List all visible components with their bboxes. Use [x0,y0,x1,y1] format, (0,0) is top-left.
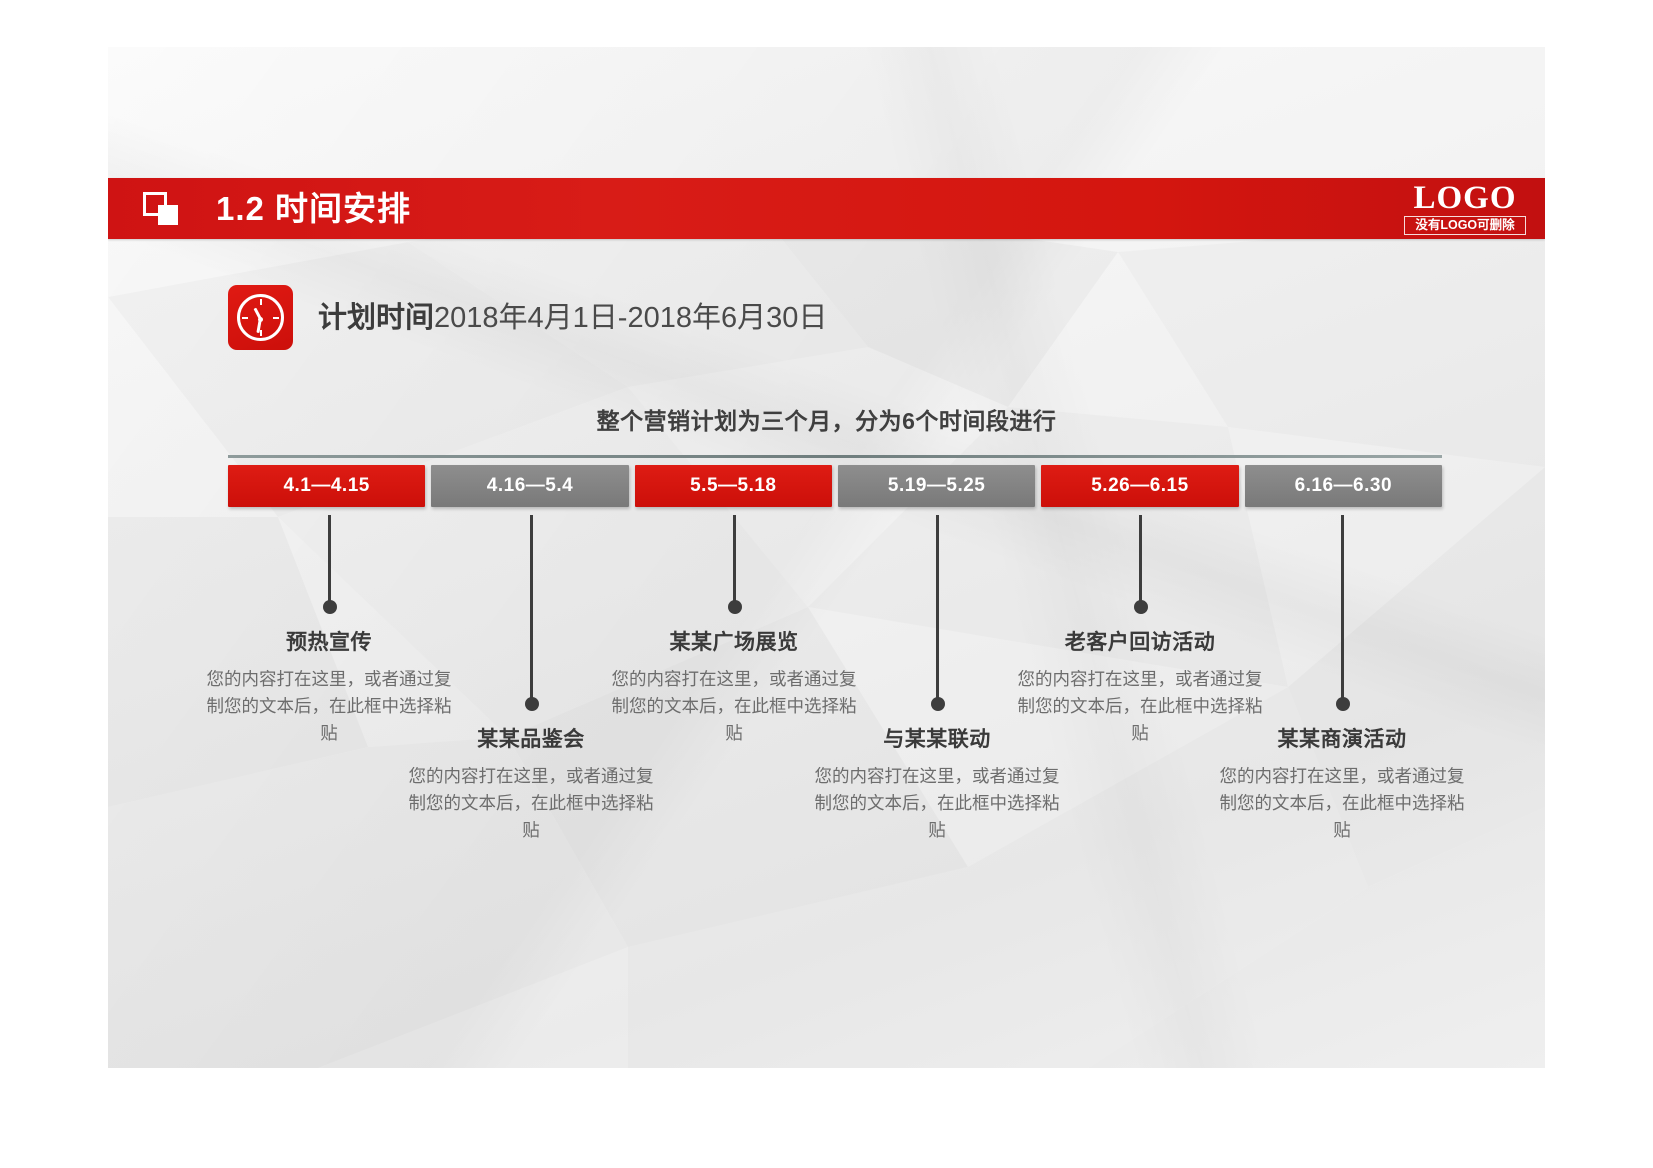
double-square-icon [143,192,181,226]
clock-tick-3 [273,316,279,319]
plan-time-text: 计划时间2018年4月1日-2018年6月30日 [318,298,827,338]
clock-tick-6 [259,330,262,336]
page-title: 1.2 时间安排 [216,190,412,227]
connector-group [228,515,1442,765]
timeline-item-6: 某某商演活动 您的内容打在这里，或者通过复制您的文本后，在此框中选择粘贴 [1219,723,1465,844]
connector-line-4 [930,515,945,711]
timeline-item-3-title: 某某广场展览 [669,631,799,654]
timeline-chip-6[interactable]: 6.16—6.30 [1244,465,1442,507]
plan-time-row: 计划时间2018年4月1日-2018年6月30日 [228,285,827,350]
timeline-item-3: 某某广场展览 您的内容打在这里，或者通过复制您的文本后，在此框中选择粘贴 [611,626,857,747]
timeline-chip-5[interactable]: 5.26—6.15 [1041,465,1239,507]
timeline-item-2-body: 您的内容打在这里，或者通过复制您的文本后，在此框中选择粘贴 [408,766,654,840]
connector-line-5 [1133,515,1148,614]
timeline-chip-3[interactable]: 5.5—5.18 [634,465,832,507]
connector-dot-3 [727,600,742,614]
sub-headline: 整个营销计划为三个月，分为6个时间段进行 [596,408,1057,434]
timeline-item-3-body: 您的内容打在这里，或者通过复制您的文本后，在此框中选择粘贴 [611,669,857,743]
square-solid-shape [158,205,178,225]
connector-dot-4 [930,697,945,711]
timeline-item-5-body: 您的内容打在这里，或者通过复制您的文本后，在此框中选择粘贴 [1017,669,1263,743]
square-outline-shape [143,192,167,216]
clock-tick-9 [242,316,248,319]
timeline-item-1-title: 预热宣传 [286,631,372,654]
header-bar: 1.2 时间安排 LOGO 没有LOGO可删除 [108,178,1545,239]
timeline-item-6-body: 您的内容打在这里，或者通过复制您的文本后，在此框中选择粘贴 [1219,766,1465,840]
timeline-chip-list: 4.1—4.15 4.16—5.4 5.5—5.18 5.19—5.25 5.2… [228,465,1442,507]
timeline-item-5-title: 老客户回访活动 [1064,631,1216,654]
clock-face [237,294,284,341]
connector-line-2 [524,515,539,711]
connector-line-1 [322,515,337,614]
timeline-chip-1[interactable]: 4.1—4.15 [228,465,426,507]
timeline-item-1-body: 您的内容打在这里，或者通过复制您的文本后，在此框中选择粘贴 [206,669,452,743]
connector-dot-6 [1335,697,1350,711]
timeline-item-2: 某某品鉴会 您的内容打在这里，或者通过复制您的文本后，在此框中选择粘贴 [408,723,654,844]
slide-canvas: 1.2 时间安排 LOGO 没有LOGO可删除 计划时间2018年4月1日-20… [108,47,1545,1068]
timeline-item-2-title: 某某品鉴会 [477,728,585,751]
connector-dot-2 [524,697,539,711]
timeline-item-1: 预热宣传 您的内容打在这里，或者通过复制您的文本后，在此框中选择粘贴 [206,626,452,747]
connector-line-6 [1335,515,1350,711]
timeline: 4.1—4.15 4.16—5.4 5.5—5.18 5.19—5.25 5.2… [228,455,1442,515]
logo-subtext: 没有LOGO可删除 [1404,216,1526,235]
timeline-item-5: 老客户回访活动 您的内容打在这里，或者通过复制您的文本后，在此框中选择粘贴 [1017,626,1263,747]
timeline-rail [228,455,1442,458]
timeline-item-6-title: 某某商演活动 [1277,728,1407,751]
plan-time-range: 2018年4月1日-2018年6月30日 [434,301,828,334]
clock-icon [228,285,293,350]
timeline-item-4-title: 与某某联动 [883,728,991,751]
logo-text: LOGO [1413,180,1517,216]
timeline-chip-2[interactable]: 4.16—5.4 [431,465,629,507]
connector-line-3 [727,515,742,614]
clock-tick-12 [259,299,262,305]
timeline-item-4: 与某某联动 您的内容打在这里，或者通过复制您的文本后，在此框中选择粘贴 [814,723,1060,844]
clock-center-pin [257,316,263,322]
logo: LOGO 没有LOGO可删除 [1404,181,1526,235]
plan-time-label: 计划时间 [318,301,435,334]
timeline-item-4-body: 您的内容打在这里，或者通过复制您的文本后，在此框中选择粘贴 [814,766,1060,840]
timeline-chip-4[interactable]: 5.19—5.25 [837,465,1036,507]
connector-dot-1 [322,600,337,614]
connector-dot-5 [1133,600,1148,614]
